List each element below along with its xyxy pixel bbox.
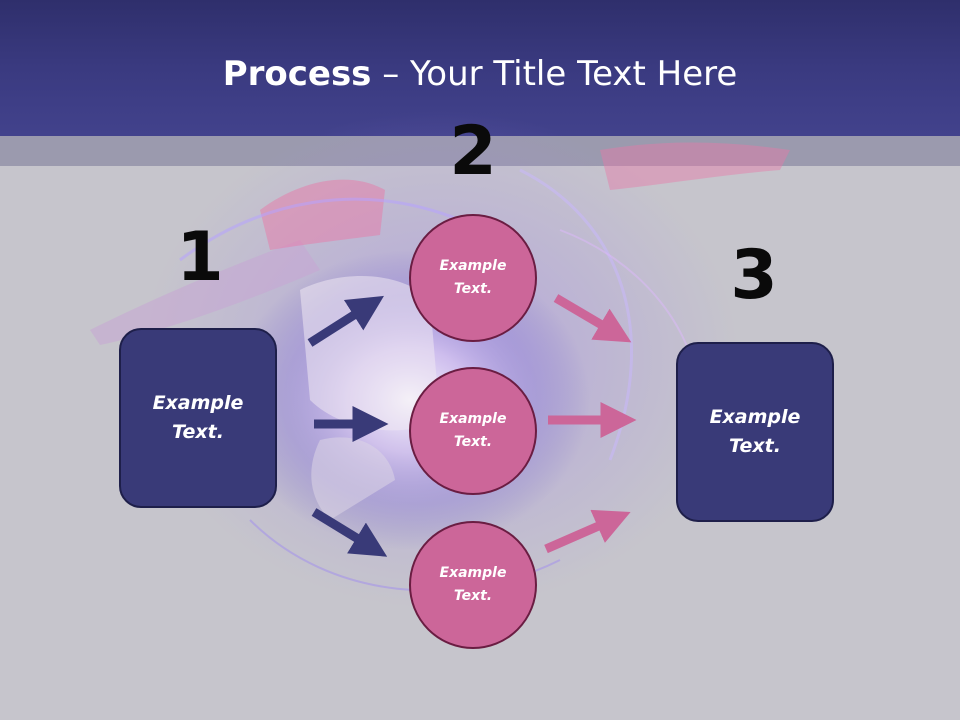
- step-number-3: 3: [730, 236, 778, 315]
- circle-top-line1: Example: [439, 258, 507, 274]
- step-3-box: Example Text.: [676, 342, 834, 522]
- circle-top-line2: Text.: [453, 281, 493, 297]
- step-1-box: Example Text.: [119, 328, 277, 508]
- circle-middle-line1: Example: [439, 411, 507, 427]
- arrow-bottom-to-3: [544, 509, 631, 554]
- arrow-1-to-bottom: [311, 508, 388, 557]
- circle-bottom-line2: Text.: [453, 588, 493, 604]
- circle-bottom-line1: Example: [439, 565, 507, 581]
- step-number-2: 2: [449, 112, 497, 191]
- step-2-circle-top: Example Text.: [409, 214, 537, 342]
- arrow-top-to-3: [553, 294, 632, 343]
- step-2-circle-middle: Example Text.: [409, 367, 537, 495]
- step-number-1: 1: [176, 218, 224, 297]
- page-title: Process – Your Title Text Here: [0, 52, 960, 96]
- title-rest: – Your Title Text Here: [371, 54, 738, 94]
- step-3-label-line1: Example: [709, 406, 801, 428]
- arrow-1-to-top: [307, 295, 384, 347]
- step-1-label-line1: Example: [152, 392, 244, 414]
- step-3-label-line2: Text.: [729, 435, 781, 457]
- step-1-label-line2: Text.: [172, 421, 224, 443]
- circle-middle-line2: Text.: [453, 434, 493, 450]
- step-2-circle-bottom: Example Text.: [409, 521, 537, 649]
- title-bold: Process: [222, 54, 372, 94]
